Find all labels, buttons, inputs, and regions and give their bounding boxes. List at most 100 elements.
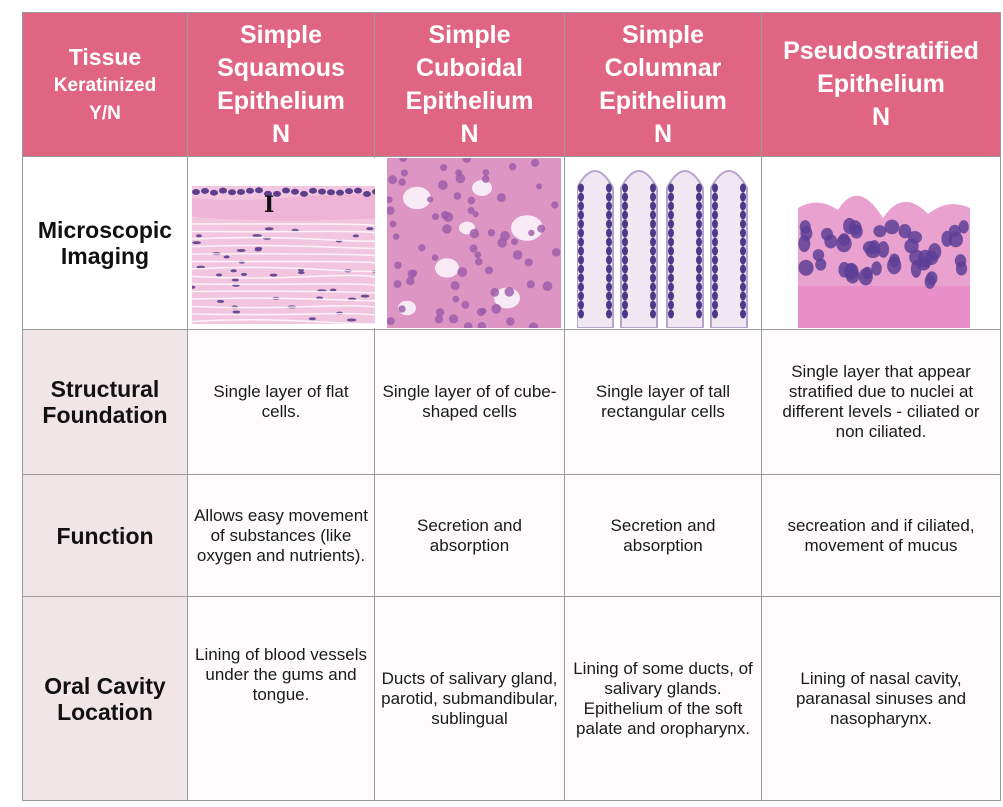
- villus: [577, 170, 614, 328]
- row-label-line: Function: [56, 522, 154, 549]
- cell-nucleus: [907, 230, 923, 244]
- cell-nucleus: [474, 251, 482, 259]
- cell-nucleus: [606, 309, 612, 319]
- cell-nucleus: [578, 255, 584, 265]
- cell-nucleus: [467, 196, 476, 205]
- cell-nucleus: [696, 219, 702, 229]
- cell-nucleus: [388, 175, 398, 185]
- cell-nucleus: [650, 210, 656, 220]
- cell-nucleus: [578, 219, 584, 229]
- cell-nucleus: [650, 291, 656, 301]
- cell-nucleus: [254, 248, 262, 252]
- cell-nucleus: [524, 258, 533, 267]
- function-row: Function Allows easy movement of substan…: [22, 474, 1001, 597]
- column-header-simple-squamous: Simple Squamous Epithelium N: [187, 12, 375, 157]
- cell-nucleus: [668, 228, 674, 238]
- cell-nucleus: [291, 188, 299, 195]
- cell-nucleus: [393, 280, 402, 288]
- cell-nucleus: [871, 261, 882, 276]
- cell-nucleus: [487, 228, 496, 237]
- cell-nucleus: [712, 246, 718, 256]
- cell-nucleus: [606, 282, 612, 292]
- cell-nucleus: [327, 189, 335, 196]
- row-label-line: Oral Cavity: [44, 672, 166, 699]
- tissue-fiber: [192, 230, 378, 235]
- cell-nucleus: [578, 201, 584, 211]
- cell-nucleus: [455, 173, 466, 184]
- header-line: Simple: [428, 20, 511, 49]
- cell-nucleus: [948, 231, 963, 248]
- cell-nucleus: [812, 249, 825, 262]
- cell-nucleus: [712, 309, 718, 319]
- gland-lumen: [511, 215, 543, 241]
- cell-nucleus: [531, 158, 540, 167]
- cell-nucleus: [298, 271, 305, 275]
- cell-nucleus: [622, 309, 628, 319]
- cell-nucleus: [668, 291, 674, 301]
- cell-nucleus: [740, 201, 746, 211]
- cell-nucleus: [924, 274, 936, 289]
- cell-nucleus: [528, 322, 539, 328]
- cell-nucleus: [309, 187, 317, 194]
- cell-nucleus: [740, 219, 746, 229]
- cell-nucleus: [844, 262, 859, 280]
- row-label-line: Imaging: [60, 243, 150, 269]
- cell-nucleus: [536, 183, 543, 190]
- cell-nucleus: [455, 169, 463, 177]
- cell-nucleus: [668, 192, 674, 202]
- header-line: Cuboidal: [416, 53, 523, 82]
- cell-nucleus: [838, 233, 850, 247]
- cell-nucleus: [740, 255, 746, 265]
- column-header-simple-columnar: Simple Columnar Epithelium N: [564, 12, 762, 157]
- cell-nucleus: [622, 255, 628, 265]
- cell-nucleus: [578, 291, 584, 301]
- header-line: Epithelium: [405, 86, 534, 115]
- cell-nucleus: [360, 294, 370, 298]
- cell-nucleus: [578, 228, 584, 238]
- villus: [666, 170, 704, 328]
- cell-nucleus: [363, 190, 371, 197]
- cell-nucleus: [506, 317, 515, 326]
- cell-nucleus: [869, 240, 880, 255]
- cell-nucleus: [668, 201, 674, 211]
- header-line: Epithelium: [217, 86, 345, 115]
- cell-nucleus: [354, 187, 362, 194]
- cell-nucleus: [485, 266, 494, 275]
- cell-nucleus: [622, 237, 628, 247]
- cell-nucleus: [551, 201, 559, 209]
- cell-nucleus: [740, 300, 746, 310]
- keratinized-value: N: [871, 103, 891, 131]
- cell-nucleus: [472, 211, 479, 218]
- cell-nucleus: [712, 219, 718, 229]
- cell-nucleus: [528, 229, 535, 236]
- cell-nucleus: [668, 210, 674, 220]
- cell-nucleus: [668, 273, 674, 283]
- cell-nucleus: [622, 300, 628, 310]
- cell-nucleus: [491, 303, 502, 314]
- cell-nucleus: [318, 188, 326, 195]
- cell-nucleus: [622, 183, 628, 193]
- cell-nucleus: [398, 305, 406, 313]
- cell-nucleus: [448, 314, 459, 324]
- cell-nucleus: [696, 273, 702, 283]
- cell-nucleus: [201, 187, 209, 194]
- cell-nucleus: [407, 269, 417, 279]
- cell-nucleus: [650, 228, 656, 238]
- cell-nucleus: [650, 273, 656, 283]
- cell-nucleus: [955, 261, 968, 276]
- row-label-line: Structural: [50, 376, 160, 402]
- cell-nucleus: [650, 219, 656, 229]
- tissue-fiber: [192, 253, 378, 257]
- cell-nucleus: [606, 201, 612, 211]
- columnar-micrograph-image: [577, 158, 757, 328]
- gland-lumen: [435, 258, 459, 278]
- cell-nucleus: [606, 246, 612, 256]
- oral-cell-columnar: Lining of some ducts, of salivary glands…: [564, 596, 762, 801]
- cell-nucleus: [862, 266, 873, 280]
- tissue-fiber: [192, 283, 378, 287]
- cell-nucleus: [457, 267, 468, 277]
- cell-nucleus: [450, 281, 460, 291]
- structural-cell-columnar: Single layer of tall rectangular cells: [564, 329, 762, 475]
- cell-nucleus: [696, 246, 702, 256]
- cell-nucleus: [240, 272, 248, 276]
